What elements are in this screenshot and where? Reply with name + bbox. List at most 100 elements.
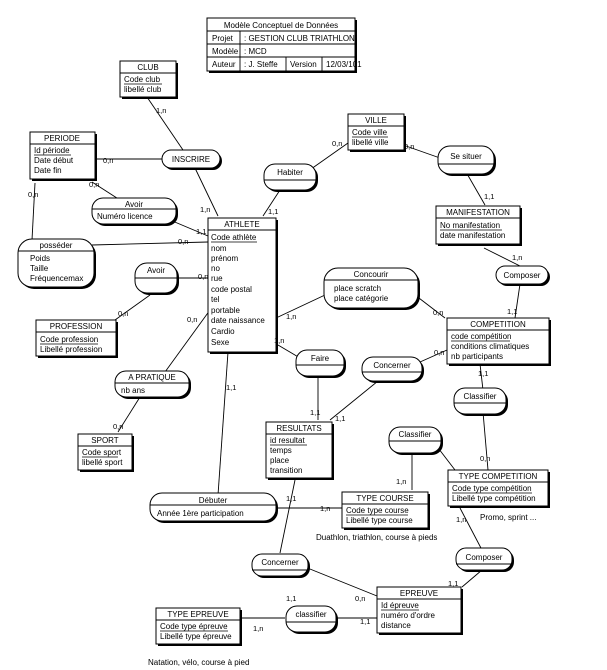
link-comp-concerner (419, 349, 448, 363)
entity-title: PERIODE (44, 134, 80, 143)
entity-attr: nom (211, 244, 227, 253)
card-athlete-habiter: 1,1 (268, 207, 278, 216)
header-version-label: Version (290, 60, 317, 69)
card-athlete-apratique: 0,n (187, 315, 197, 324)
entity-type-epreuve: TYPE EPREUVE Code type épreuve Libellé t… (155, 607, 242, 646)
entity-id: Code ville (352, 128, 388, 137)
entity-attr: libellé ville (352, 138, 389, 147)
entity-id: Id épreuve (381, 601, 419, 610)
assoc-attr: place scratch (334, 284, 381, 293)
card-athlete-posseder: 0,n (178, 237, 188, 246)
card-comp-composer: 1,1 (507, 307, 517, 316)
entity-attr: Date fin (34, 166, 62, 175)
card-athlete-concourir: 1,n (286, 312, 296, 321)
entity-type-course: TYPE COURSE Code type course Libellé typ… (341, 491, 430, 530)
note-type-epreuve: Natation, vélo, course à pied (148, 658, 249, 667)
note-type-competition: Promo, sprint ... (480, 513, 536, 522)
link-athlete-concourir (275, 294, 326, 319)
link-composer-epreuve (461, 569, 483, 588)
assoc-title: posséder (40, 241, 73, 250)
entity-id: Code profession (40, 335, 98, 344)
entity-title: TYPE COMPETITION (459, 472, 538, 481)
entity-id: Id période (34, 146, 70, 155)
assoc-title: Avoir (125, 200, 143, 209)
card-club-inscrire: 1,n (156, 106, 166, 115)
link-periode-posseder (31, 182, 36, 241)
entity-attr: nb participants (451, 352, 503, 361)
assoc-faire: Faire (295, 349, 346, 378)
entity-title: RESULTATS (276, 424, 321, 433)
link-athlete-apratique (164, 309, 211, 373)
cardinalities: 1,n 0,n 0,n 1,n 0,n 1,1 0,n 1,1 0,n 0,n … (28, 106, 522, 633)
entity-id: Code club (124, 75, 161, 84)
link-comp-classifier (479, 363, 484, 391)
assoc-classifier-competition: Classifier (453, 387, 508, 416)
card-manif-sesituer: 1,1 (484, 192, 494, 201)
header-modele-label: Modèle (212, 47, 239, 56)
entity-attr: rue (211, 274, 223, 283)
entity-id: Code type compétition (452, 484, 532, 493)
card-athlete-avoir: 1,1 (196, 227, 206, 236)
entity-attr: Libellé type épreuve (160, 632, 232, 641)
assoc-title: Composer (504, 271, 541, 280)
link-avoir-athlete (169, 219, 209, 237)
link-concerner-epreuve (299, 564, 378, 597)
header-auteur-value: : J. Steffe (244, 60, 278, 69)
assoc-title: Concerner (261, 558, 299, 567)
header-title: Modèle Conceptuel de Données (224, 21, 338, 30)
link-concerner-resultats (329, 380, 379, 421)
card-profession-avoir: 0,n (118, 309, 128, 318)
link-apratique-sport (117, 396, 141, 433)
card-periode-inscrire: 0,n (103, 156, 113, 165)
assoc-avoir-licence: Avoir Numéro licence (91, 197, 178, 226)
link-avoirprof-profession (114, 294, 151, 321)
card-typecourse-debuter: 1,n (320, 504, 330, 513)
entity-title: COMPETITION (470, 320, 526, 329)
card-manif-composer: 1,n (512, 253, 522, 262)
entity-type-competition: TYPE COMPETITION Code type compétition L… (447, 469, 550, 508)
entity-attr: transition (270, 466, 302, 475)
assoc-attr: nb ans (121, 386, 145, 395)
assoc-debuter: Débuter Année 1ère participation (149, 492, 278, 523)
entity-periode: PERIODE Id période Date début Date fin (29, 131, 97, 181)
entity-attr: Cardio (211, 327, 235, 336)
entity-resultats: RESULTATS id resultat temps place transi… (265, 421, 334, 480)
entity-attr: temps (270, 446, 292, 455)
entity-attr: Date début (34, 156, 74, 165)
assoc-inscrire: INSCRIRE (161, 149, 222, 170)
entity-attr: numéro d'ordre (381, 611, 436, 620)
entity-title: ATHLETE (224, 220, 259, 229)
card-comp-concerner: 0,n (434, 348, 444, 357)
entity-attr: portable (211, 306, 240, 315)
assoc-attr: Fréquencemax (30, 274, 83, 283)
assoc-title: Composer (466, 553, 503, 562)
link-club-inscrire (146, 96, 184, 151)
card-ville-habiter: 0,n (332, 139, 342, 148)
entity-attr: libellé club (124, 85, 162, 94)
entity-attr: Libellé type compétition (452, 494, 536, 503)
assoc-se-situer: Se situer (437, 145, 496, 176)
link-classifier-typecomp (482, 411, 489, 471)
assoc-classifier-course: Classifier (388, 426, 443, 455)
header-projet-value: : GESTION CLUB TRIATHLON (244, 34, 355, 43)
card-epreuve-concerner: 0,n (355, 594, 365, 603)
link-inscrire-athlete (194, 167, 219, 217)
card-resultats-faire: 1,1 (310, 408, 320, 417)
link-periode-avoir (91, 181, 121, 201)
assoc-title: Classifier (399, 430, 432, 439)
assoc-attr: Poids (30, 254, 50, 263)
assoc-avoir-profession: Avoir (134, 262, 179, 295)
card-athlete-faire: 1,n (274, 336, 284, 345)
entity-title: SPORT (91, 436, 119, 445)
entity-id: Code sport (82, 448, 122, 457)
link-typecomp-composer (459, 507, 483, 551)
entity-attr: distance (381, 621, 411, 630)
entity-attr: tel (211, 295, 220, 304)
card-epreuve-composer: 1,1 (448, 579, 458, 588)
assoc-concerner-epreuve: Concerner (251, 553, 310, 578)
link-manif-composer (483, 247, 521, 267)
card-typecomp-composer: 1,n (456, 515, 466, 524)
assoc-title: Classifier (464, 392, 497, 401)
assoc-attr: place catégorie (334, 294, 389, 303)
